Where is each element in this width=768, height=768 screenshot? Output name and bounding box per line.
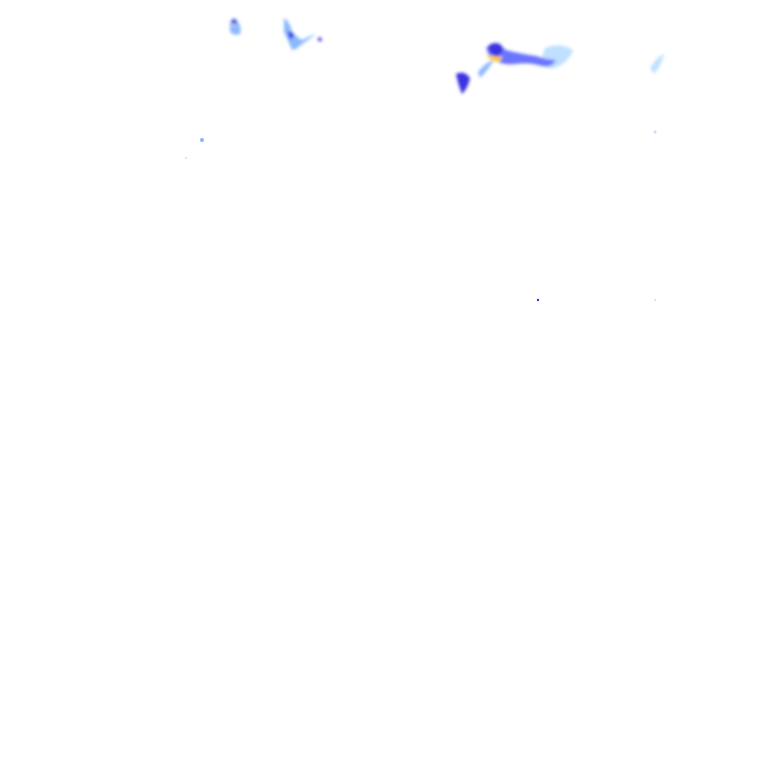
echo-cell-northwest [230, 18, 322, 50]
echo-cell-northeast [456, 43, 664, 94]
isolated-echoes [185, 130, 657, 302]
